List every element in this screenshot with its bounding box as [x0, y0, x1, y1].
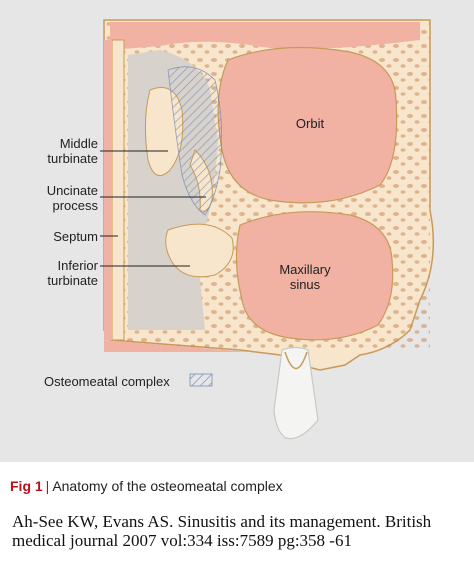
caption-separator: |: [45, 478, 50, 494]
left-soft-tissue: [104, 40, 112, 340]
tooth-root-socket: [284, 351, 308, 370]
legend-hatch-swatch: [189, 373, 213, 387]
sinus-anatomy-diagram: [100, 19, 435, 440]
floor-soft-tissue: [104, 340, 250, 352]
inferior-turbinate-shape: [165, 223, 234, 278]
figure-panel: Middle turbinate Uncinate process Septum…: [0, 0, 474, 462]
legend-label: Osteomeatal complex: [44, 374, 170, 389]
caption-text: Anatomy of the osteomeatal complex: [52, 478, 283, 494]
label-septum: Septum: [53, 229, 98, 244]
label-inferior-turbinate: Inferior turbinate: [47, 258, 98, 288]
tooth-shape: [273, 346, 319, 440]
septum-shape: [111, 39, 125, 341]
osteomeatal-complex-area: [167, 66, 223, 216]
label-middle-turbinate: Middle turbinate: [47, 136, 98, 166]
figure-caption: Fig 1|Anatomy of the osteomeatal complex: [10, 478, 283, 494]
label-maxillary-sinus: Maxillary sinus: [279, 262, 331, 292]
label-uncinate-process: Uncinate process: [46, 183, 98, 213]
upper-soft-tissue: [110, 22, 420, 50]
figure-number: Fig 1: [10, 478, 43, 494]
citation-text: Ah-See KW, Evans AS. Sinusitis and its m…: [12, 512, 432, 550]
orbit-shape: [217, 46, 398, 204]
maxillary-sinus-shape: [235, 211, 394, 341]
label-orbit: Orbit: [295, 116, 325, 131]
